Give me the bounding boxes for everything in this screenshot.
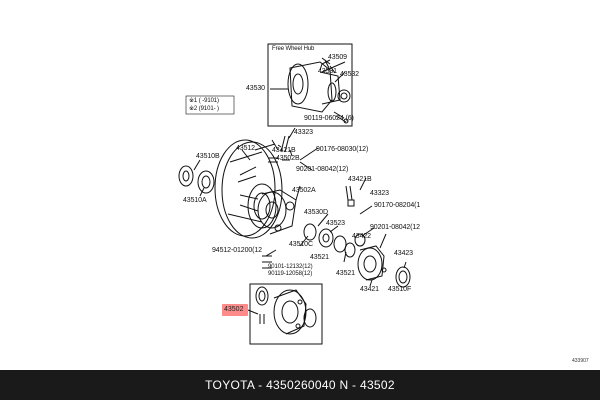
label-43323-b[interactable]: 43323 xyxy=(370,190,389,197)
label-43421B-b[interactable]: 43421B xyxy=(348,176,372,183)
label-90201-08042-b[interactable]: 90201-08042(12 xyxy=(370,224,420,231)
figure-reference: 433907 xyxy=(572,358,589,364)
label-43521-a[interactable]: 43521 xyxy=(310,254,329,261)
label-43502B[interactable]: 43502B xyxy=(276,155,300,162)
label-43510C[interactable]: 43510C xyxy=(289,241,313,248)
part-number-caption: TOYOTA - 4350260040 N - 43502 xyxy=(0,370,600,400)
label-43510A[interactable]: 43510A xyxy=(183,197,207,204)
label-90176-08030[interactable]: 90176-08030(12) xyxy=(316,146,369,153)
free-wheel-hub-title: Free Wheel Hub xyxy=(272,46,315,52)
label-90201-08042-a[interactable]: 90201-08042(12) xyxy=(296,166,349,173)
label-90119-06024[interactable]: 90119-06024 (6) xyxy=(304,115,354,122)
label-90170-08204[interactable]: 90170-08204(1 xyxy=(374,202,421,209)
label-43521-b[interactable]: 43521 xyxy=(336,270,355,277)
inset-hub-drawing xyxy=(255,286,317,335)
label-43323-a[interactable]: 43323 xyxy=(294,129,313,136)
disc-rotor-drawing xyxy=(214,139,283,239)
bearing-set-drawing xyxy=(303,223,366,258)
legend-row-1: ※1 ( -9101) xyxy=(189,98,219,104)
free-wheel-hub-drawing xyxy=(287,57,351,124)
label-43530[interactable]: 43530 xyxy=(246,85,265,92)
label-43532[interactable]: 43532 xyxy=(340,71,359,78)
label-43423[interactable]: 43423 xyxy=(394,250,413,257)
label-43530D[interactable]: 43530D xyxy=(304,209,328,216)
label-43523[interactable]: 43523 xyxy=(326,220,345,227)
label-90119-12058[interactable]: 90119-12058(12) xyxy=(268,271,313,277)
right-hub-drawing xyxy=(357,245,411,288)
label-43510B[interactable]: 43510B xyxy=(196,153,220,160)
label-90101-12132[interactable]: 90101-12132(12) xyxy=(268,264,313,270)
label-43422[interactable]: 43422 xyxy=(352,233,371,240)
oil-seal-left-drawing xyxy=(178,165,215,194)
label-43510F[interactable]: 43510F xyxy=(388,286,412,293)
label-43531[interactable]: 43531 xyxy=(318,68,337,75)
label-43421[interactable]: 43421 xyxy=(360,286,379,293)
label-43502: 43502 xyxy=(224,306,244,313)
label-94512-01200[interactable]: 94512-01200(12 xyxy=(212,247,262,254)
label-43502A[interactable]: 43502A xyxy=(292,187,316,194)
label-43421B[interactable]: 43421B xyxy=(272,147,296,154)
label-43512[interactable]: 43512 xyxy=(236,145,255,152)
label-43509[interactable]: 43509 xyxy=(328,54,347,61)
highlighted-part-43502[interactable]: 43502 xyxy=(222,304,248,316)
legend-row-2: ※2 (9101- ) xyxy=(189,106,219,112)
